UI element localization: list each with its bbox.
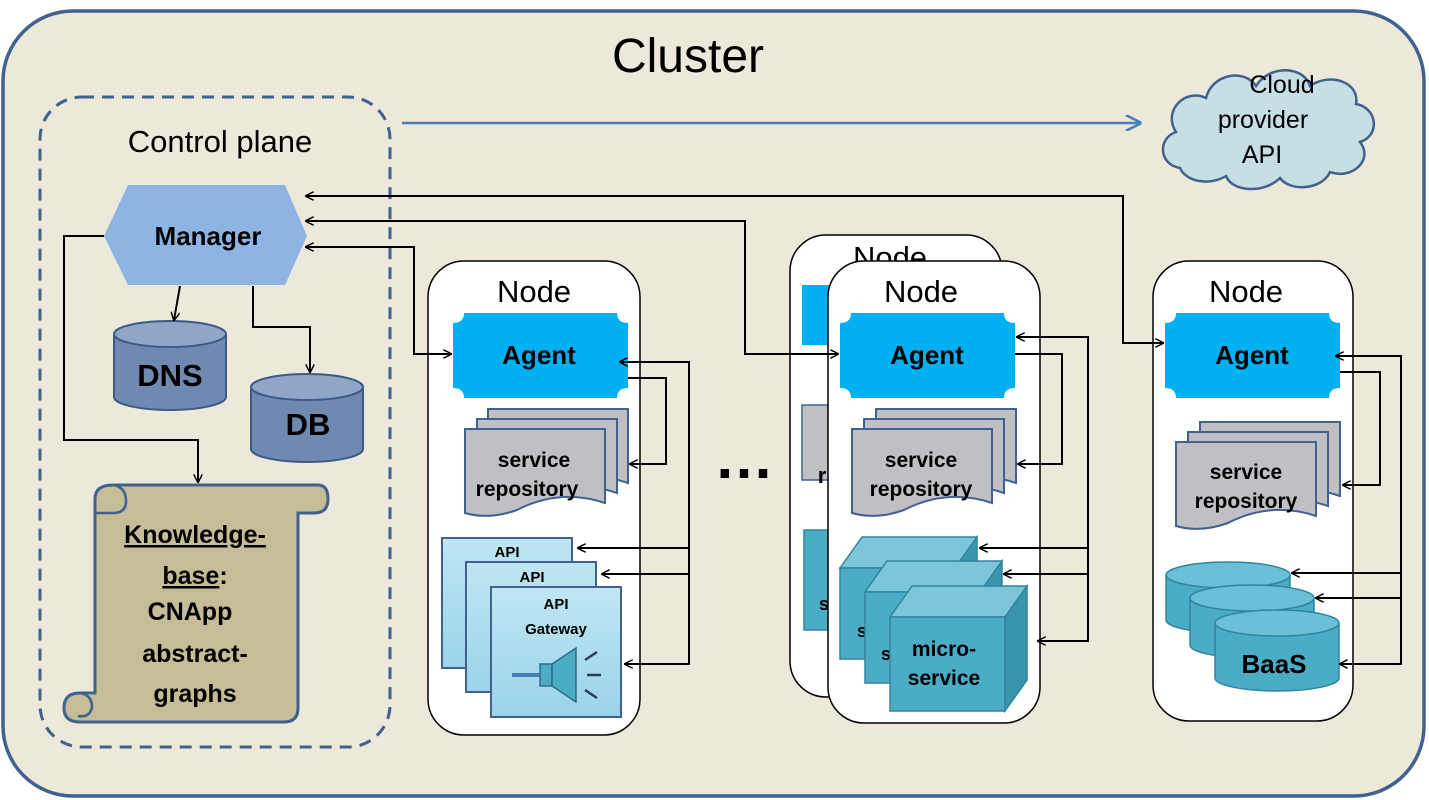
cloud-provider-api: Cloud provider API [1161,69,1376,191]
node-3-title: Node [1209,274,1283,309]
node-1-api-1-label: API [494,544,519,561]
cloud-label-line2: provider [1218,106,1308,134]
back-repo-partial: r [818,463,827,488]
node-3-baas-stack: BaaS [1165,561,1340,692]
node-2-micro-line1: micro- [912,638,976,661]
node-3-agent-label: Agent [1215,340,1289,370]
knowledge-line2a: base [162,562,219,590]
more-nodes-ellipsis: … [714,424,774,491]
cloud-icon [1161,69,1376,191]
cluster-title: Cluster [612,30,764,83]
knowledge-base-scroll: Knowledge- base: CNApp abstract- graphs [62,483,330,724]
db-label: DB [286,407,331,442]
node-2-microservice-stack: s s micro- service [838,534,1029,714]
svg-text:Knowledge-: Knowledge- [124,521,266,549]
dns-label: DNS [137,358,202,393]
control-plane-title: Control plane [128,124,312,159]
svg-text:base:: base: [162,562,227,590]
knowledge-line3: CNApp [148,598,233,626]
knowledge-line2b: : [219,562,227,590]
node-1-repo-line1: service [498,449,570,472]
node-1-agent-api-arrow [620,362,690,664]
knowledge-line1: Knowledge- [124,521,266,549]
knowledge-line4: abstract- [142,640,248,668]
node-1-gateway-label: Gateway [525,621,587,638]
manager-node1-arrow [306,247,451,354]
manager-box [104,185,307,285]
node-2-micro-1-partial: s [857,621,867,641]
node-3-agent-baas-arrow [1336,356,1402,664]
speaker-icon [512,646,601,704]
node-1-api-2-label: API [519,569,544,586]
node-3-agent-box [1165,313,1340,398]
node-1-repo-line2: repository [476,478,579,501]
knowledge-line5: graphs [153,680,236,708]
node-2-repo-line2: repository [870,478,973,501]
node-2-repo-line1: service [885,449,957,472]
node-3-baas-label: BaaS [1241,649,1306,679]
manager-node2-arrow [306,221,838,354]
node-3-agent-repo-arrow [1340,371,1381,485]
node-1-api-3-label: API [543,596,568,613]
cloud-label-line3: API [1242,141,1282,169]
db-database: DB [250,373,364,463]
node-1-agent-repo-arrow [628,377,667,464]
node-1: Node Agent service repository API API AP… [427,260,641,736]
node-2: Node Agent service repository s s micro- [827,260,1041,724]
cloud-label-line1: Cloud [1249,71,1314,99]
manager-node3-arrow [306,196,1163,343]
back-micro-partial: s [819,594,829,614]
node-1-api-gateway-stack: API API API Gateway [441,537,622,718]
node-3-repo-line2: repository [1195,490,1298,513]
node-1-service-repository: service repository [464,408,629,517]
manager-label: Manager [155,221,262,251]
manager-to-dns-arrow [174,285,181,320]
node-2-agent-micro-arrow [1017,337,1089,641]
node-2-agent-label: Agent [890,340,964,370]
node-2-service-repository: service repository [851,408,1017,517]
manager-to-knowledge-arrow [63,235,198,482]
node-2-micro-2-partial: s [881,644,891,664]
node-3: Node Agent service repository BaaS [1152,260,1354,722]
node-3-repo-line1: service [1210,461,1282,484]
node-2-micro-line2: service [908,667,980,690]
node-3-service-repository: service repository [1175,421,1341,530]
node-2-title: Node [884,274,958,309]
node-1-title: Node [497,274,571,309]
dns-database: DNS [113,320,227,411]
node-1-agent-label: Agent [502,340,576,370]
